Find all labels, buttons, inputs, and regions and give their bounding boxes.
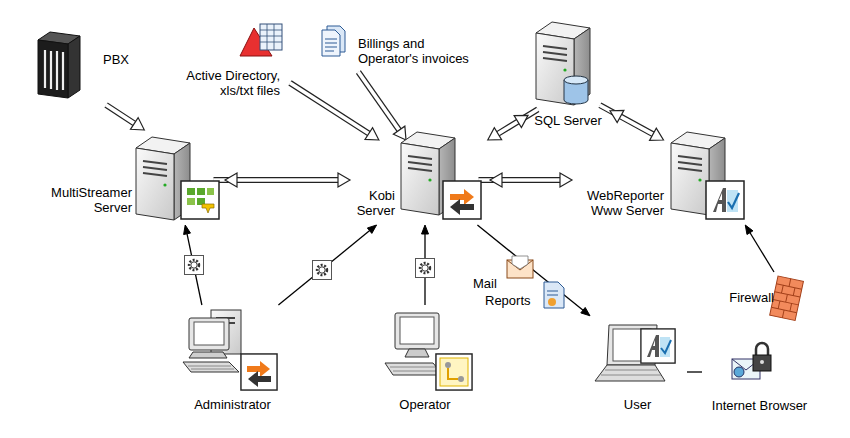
diagram-node: Internet Browser: [702, 340, 819, 418]
diagram-node: SQL Server: [528, 15, 610, 130]
monitor-icon: [385, 313, 443, 375]
database-icon: [564, 76, 588, 104]
node-label: Active Directory, xls/txt files: [165, 68, 280, 98]
arrow-head: [610, 110, 624, 122]
node-label: User: [590, 397, 685, 412]
arrow-head: [393, 126, 406, 140]
connector-outline: [600, 105, 653, 134]
connector: [600, 105, 664, 140]
connector-line: [278, 230, 370, 305]
node-label: PBX: [103, 52, 129, 67]
connector: [358, 72, 406, 140]
diagram-node: Firewall: [718, 272, 814, 324]
app-badge: [241, 354, 277, 390]
connector: [478, 173, 572, 187]
connector-line: [750, 232, 774, 272]
diagram-node: PBX: [30, 25, 131, 105]
connector: [290, 83, 379, 140]
connector: [278, 225, 376, 305]
arrow-head: [650, 128, 664, 140]
config-icon: [313, 261, 332, 280]
connector-outline: [358, 72, 399, 131]
connector: [745, 225, 774, 272]
arrow-head: [560, 173, 572, 187]
diagram-node: WebReporter Www Server: [572, 140, 750, 225]
connector-line: [687, 371, 702, 372]
app-badge: [641, 329, 675, 363]
node-label: Operator: [380, 397, 470, 412]
connector: [106, 105, 145, 130]
connector-outline: [290, 83, 369, 134]
diagram-node: User: [590, 315, 687, 417]
flow-label: Reports: [484, 293, 532, 308]
pbx-icon: [38, 32, 80, 98]
node-label: Billings and Operator's invoices: [358, 36, 483, 66]
directory-icon: [240, 24, 282, 56]
arrow-head: [365, 128, 379, 140]
connector-core: [497, 109, 538, 134]
node-label: WebReporter Www Server: [574, 188, 664, 218]
connector: [213, 173, 350, 187]
report-icon: [544, 282, 564, 308]
arrow-head: [514, 115, 528, 127]
server-icon: [536, 22, 590, 105]
connector-outline: [498, 109, 538, 134]
arrow-head: [488, 128, 502, 140]
diagram-node: Administrator: [180, 305, 287, 417]
arrow-head: [130, 118, 144, 130]
node-label: Internet Browser: [702, 398, 817, 413]
app-badge: [443, 181, 481, 219]
connector-core: [106, 105, 135, 124]
connector: [488, 109, 538, 140]
arrow-head: [745, 225, 753, 235]
connector-outline: [106, 105, 135, 124]
connector: [477, 225, 590, 316]
config-icon: [416, 259, 435, 278]
node-label: Kobi Server: [350, 188, 395, 218]
app-badge: [436, 354, 472, 390]
flow-label: Mail: [472, 276, 498, 291]
document-icon: [322, 26, 345, 56]
mail-icon: [507, 256, 533, 278]
workstation-icon: [183, 310, 241, 372]
diagram-node: Operator: [380, 305, 472, 417]
diagram-node: Billings and Operator's invoices: [318, 20, 488, 72]
diagram-node: MultiStreamer Server: [40, 130, 225, 225]
firewall-icon: [770, 276, 804, 321]
arrow-head: [367, 225, 376, 233]
config-icon: [185, 256, 204, 275]
connector-core: [600, 105, 654, 135]
node-label: MultiStreamer Server: [40, 185, 132, 215]
arrow-head: [490, 173, 502, 187]
browser-icon: [732, 343, 771, 379]
arrow-head: [225, 173, 237, 187]
diagram-node: Kobi Server: [350, 140, 490, 225]
node-label: SQL Server: [528, 113, 608, 128]
arrow-head: [184, 225, 191, 235]
app-badge: [706, 181, 744, 219]
app-badge: [181, 181, 219, 219]
node-label: Firewall: [720, 290, 774, 305]
arrow-head: [422, 225, 429, 234]
connector-core: [358, 72, 399, 131]
node-label: Administrator: [180, 397, 285, 412]
arrow-head: [581, 307, 590, 315]
arrow-head: [338, 173, 350, 187]
connector-line: [477, 225, 583, 310]
connector-core: [290, 83, 370, 134]
diagram-node: Active Directory, xls/txt files: [160, 18, 290, 100]
connector: [687, 372, 702, 373]
